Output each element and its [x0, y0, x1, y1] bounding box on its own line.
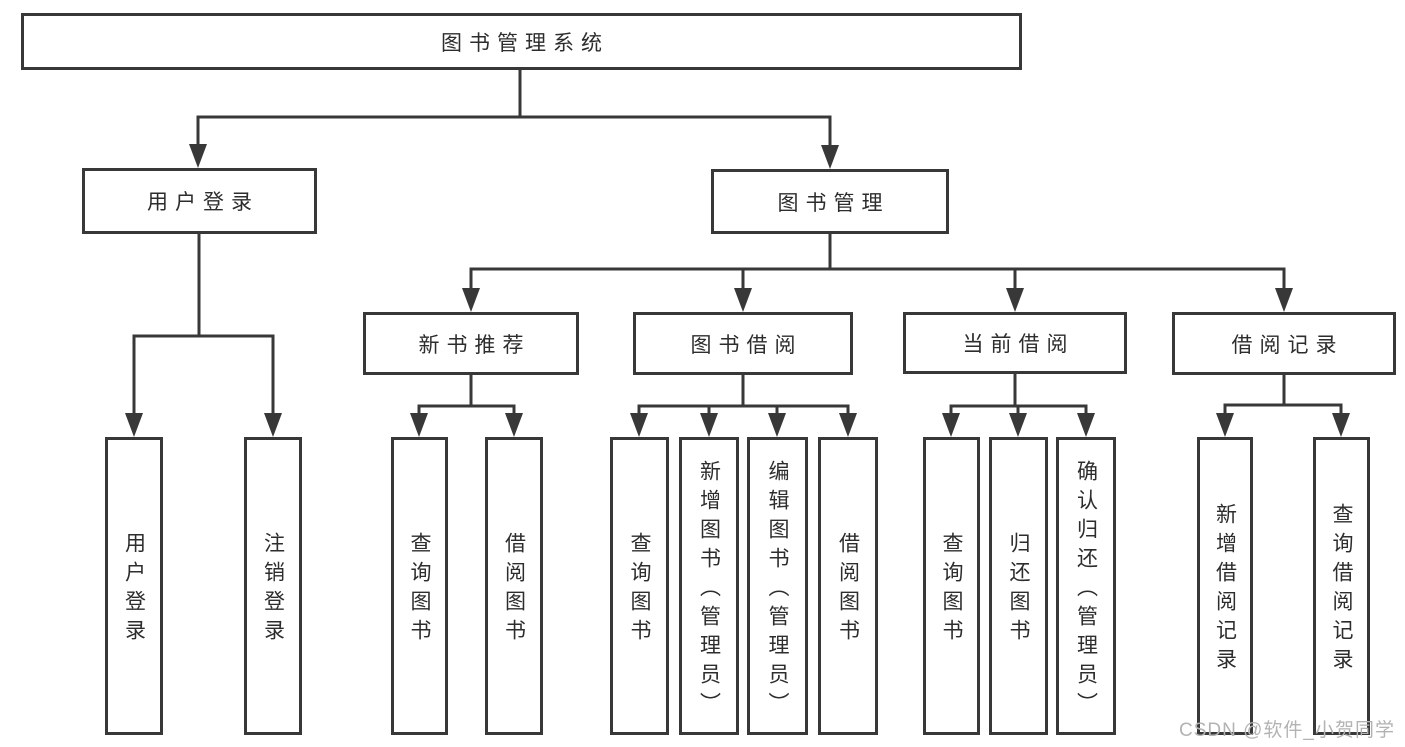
arrowhead [700, 413, 718, 437]
connector-book-mgmt [469, 232, 1286, 296]
leaf-label: 借阅图书 [836, 532, 860, 648]
leaf-label: 归还图书 [1007, 532, 1030, 648]
leaf-label: 查询图书 [940, 532, 963, 648]
node-root-label: 图书管理系统 [441, 31, 609, 55]
leaf-records-query: 查询借阅记录 [1313, 437, 1370, 735]
node-current-borrow: 当前借阅 [903, 312, 1127, 374]
connector-user-login [132, 231, 275, 421]
arrowhead [1009, 413, 1027, 437]
arrowhead [1275, 288, 1293, 312]
leaf-label: 用户登录 [122, 532, 146, 648]
leaf-label: 查询图书 [408, 532, 431, 648]
node-book-mgmt-label: 图书管理 [777, 191, 890, 215]
arrowhead [410, 413, 428, 437]
csdn-watermark: CSDN @软件_小贺同学 [1179, 720, 1395, 741]
leaf-borrow-borrow: 借阅图书 [818, 437, 878, 735]
leaf-current-query: 查询图书 [923, 437, 980, 735]
arrowhead [1216, 413, 1234, 437]
leaf-current-confirm-admin: 确认归还（管理员） [1056, 437, 1116, 735]
leaf-user-login: 用户登录 [105, 437, 163, 735]
arrowhead [821, 145, 839, 169]
arrowhead [1332, 413, 1350, 437]
arrowhead [189, 144, 207, 168]
leaf-label: 查询图书 [628, 532, 651, 648]
arrowheads [125, 144, 1350, 437]
leaf-borrow-edit-admin: 编辑图书（管理员） [747, 437, 808, 735]
arrowhead [768, 413, 786, 437]
connector-borrow [637, 373, 850, 421]
connector-current [949, 372, 1088, 421]
leaf-newbooks-query: 查询图书 [391, 437, 448, 735]
arrowhead [839, 413, 857, 437]
arrowhead [505, 413, 523, 437]
node-book-borrow-label: 图书借阅 [690, 333, 803, 357]
leaf-label: 新增借阅记录 [1213, 503, 1237, 677]
leaf-logout: 注销登录 [244, 437, 302, 735]
arrowhead [1077, 413, 1095, 437]
node-book-mgmt: 图书管理 [711, 169, 949, 234]
node-user-login-label: 用户登录 [147, 191, 259, 214]
leaf-label: 查询借阅记录 [1330, 503, 1353, 677]
arrowhead [1006, 288, 1024, 312]
node-book-borrow: 图书借阅 [633, 312, 853, 375]
leaf-newbooks-borrow: 借阅图书 [485, 437, 543, 735]
leaf-borrow-query: 查询图书 [610, 437, 669, 735]
leaf-label: 借阅图书 [502, 532, 526, 648]
connector-records [1223, 373, 1343, 421]
leaf-label: 确认归还（管理员） [1074, 459, 1098, 721]
leaf-borrow-add-admin: 新增图书（管理员） [679, 437, 739, 735]
leaf-records-add: 新增借阅记录 [1197, 437, 1253, 735]
arrowhead [630, 413, 648, 437]
node-borrow-records-label: 借阅记录 [1231, 333, 1344, 357]
leaf-current-return: 归还图书 [989, 437, 1048, 735]
node-current-borrow-label: 当前借阅 [962, 333, 1075, 356]
leaf-label: 新增图书（管理员） [697, 459, 721, 721]
connector-root [196, 68, 832, 153]
node-new-books-label: 新书推荐 [418, 333, 531, 357]
node-new-books: 新书推荐 [363, 312, 579, 375]
arrowhead [462, 288, 480, 312]
arrowhead [125, 413, 143, 437]
arrowhead [942, 413, 960, 437]
node-user-login: 用户登录 [82, 168, 317, 234]
node-borrow-records: 借阅记录 [1172, 312, 1396, 375]
leaf-label: 注销登录 [261, 532, 285, 648]
leaf-label: 编辑图书（管理员） [766, 459, 789, 721]
arrowhead [264, 413, 282, 437]
arrowhead [734, 288, 752, 312]
node-root: 图书管理系统 [21, 13, 1022, 70]
connector-new-books [417, 373, 516, 421]
